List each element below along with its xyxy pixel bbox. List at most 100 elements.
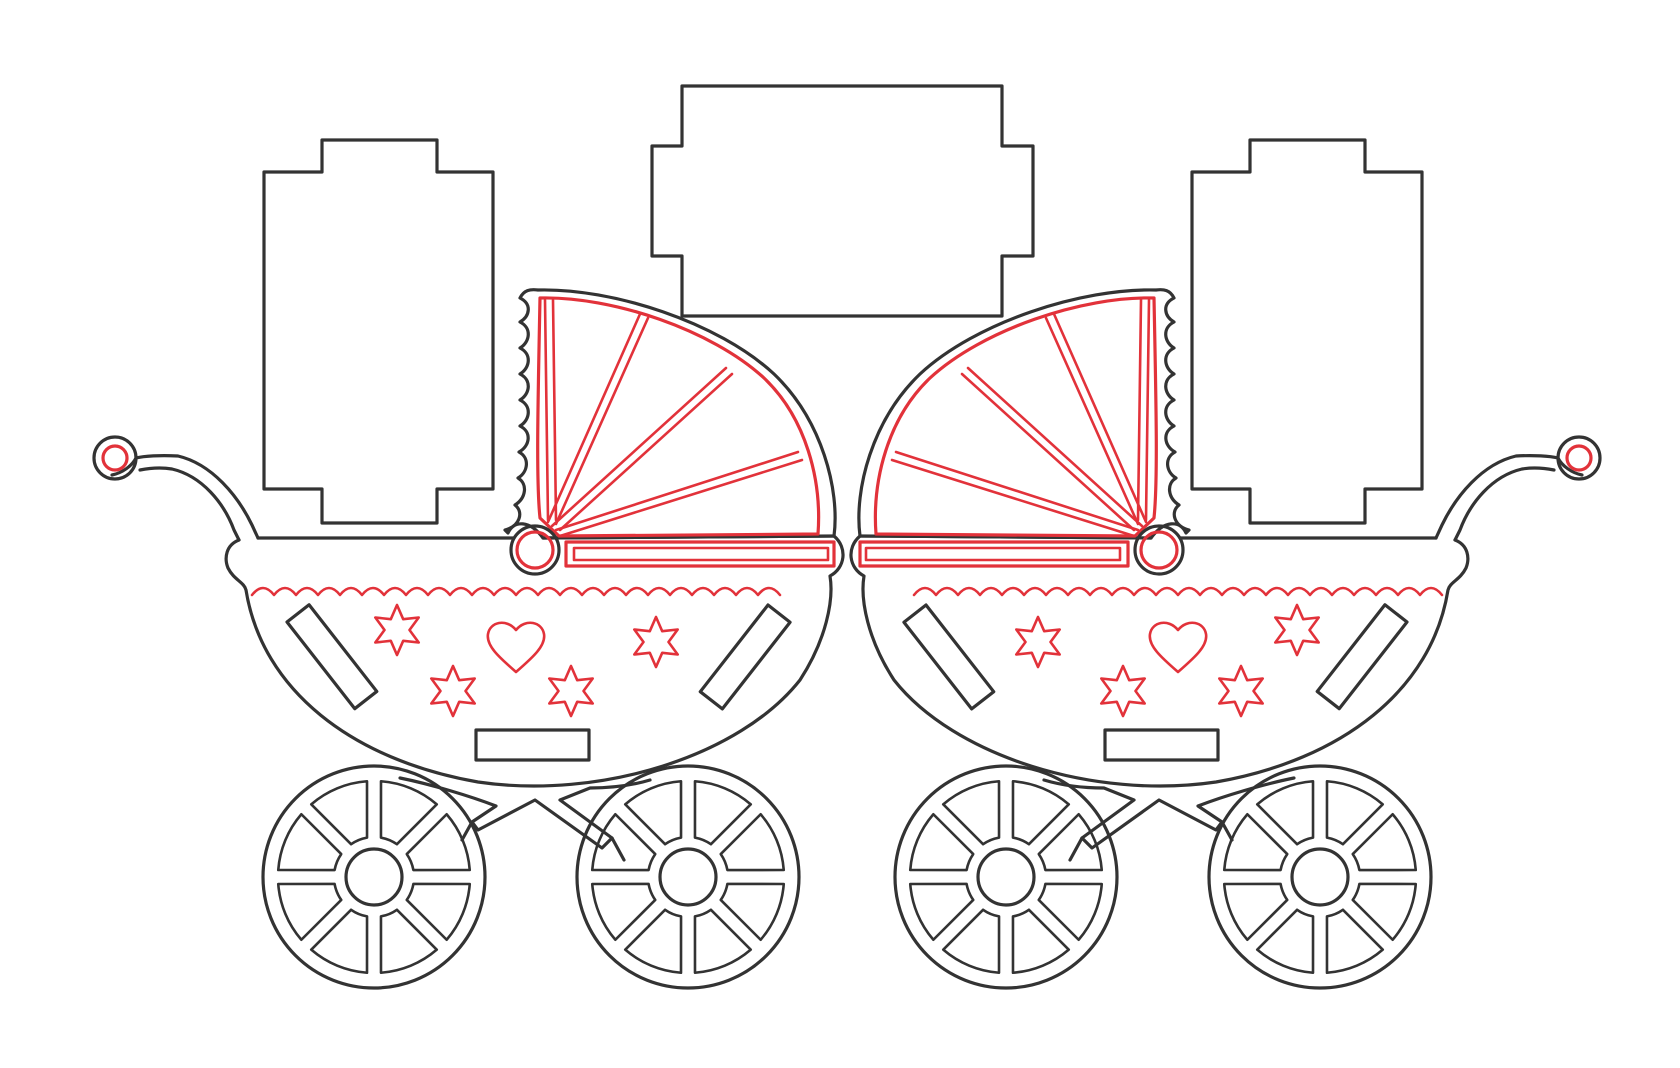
carriage-left-icon (92, 288, 845, 990)
star-icon (1274, 603, 1320, 657)
canopy-ribs (890, 298, 1151, 538)
handle-outline (1434, 454, 1584, 540)
photo-panel-center (650, 84, 1035, 318)
wheel-icon (575, 764, 801, 990)
wheel-spoke-window (1222, 882, 1289, 942)
canopy-hem-inner (864, 546, 1122, 562)
wheel-spoke-window (1255, 908, 1315, 975)
wheel-spoke-window (379, 908, 439, 975)
wheel-rim (261, 764, 487, 990)
star-icon (1218, 664, 1264, 718)
wheel-spoke-window (623, 908, 683, 975)
star-icon (374, 603, 420, 657)
wheel-spoke-window (719, 882, 786, 942)
star-icon (430, 664, 476, 718)
handle-knob-outline (92, 435, 138, 481)
slot-bottom (1103, 728, 1220, 762)
body-basket (849, 534, 1470, 788)
scallop-trim (250, 586, 782, 597)
canopy-hub-icon (515, 530, 555, 570)
star-icon (1100, 664, 1146, 718)
canopy-inner (536, 296, 821, 538)
canopy-hub-icon (1139, 530, 1179, 570)
canopy-hem (858, 540, 1130, 568)
wheel-spoke-window (941, 779, 1001, 846)
photo-panel-left (262, 138, 495, 525)
heart-icon (486, 621, 546, 674)
body-decorations (1015, 603, 1320, 718)
chassis (398, 776, 652, 850)
wheel-rim (1207, 764, 1433, 990)
wheel-spoke-window (379, 779, 439, 846)
canopy-hem (564, 540, 836, 568)
wheel-spoke-window (590, 812, 657, 872)
slot-right (902, 603, 996, 711)
canopy-hub-outline (1133, 524, 1185, 576)
wheel-spoke-window (1037, 882, 1104, 942)
wheel-spoke-window (693, 779, 753, 846)
wheel-spoke-window (590, 882, 657, 942)
handle-knob-icon (1565, 444, 1593, 472)
wheel-spoke-window (309, 779, 369, 846)
wheel-spoke-window (1351, 882, 1418, 942)
slot-right (698, 603, 792, 711)
body-basket (224, 534, 845, 788)
chassis (1042, 776, 1296, 850)
wheel-spoke-window (1011, 779, 1071, 846)
wheel-hub (1290, 847, 1350, 907)
handle-outline (110, 454, 260, 540)
wheel-spoke-window (405, 812, 472, 872)
wheel-rim (575, 764, 801, 990)
photo-panel-right (1190, 138, 1424, 525)
star-icon (1015, 615, 1061, 669)
scallop-trim (912, 586, 1444, 597)
wheel-spoke-window (405, 882, 472, 942)
wheel-hub (658, 847, 718, 907)
carriage-right-icon (849, 288, 1602, 990)
photo-panels (262, 84, 1424, 525)
canopy-hub-outline (509, 524, 561, 576)
wheel-spoke-window (1325, 779, 1385, 846)
handle-inner (138, 466, 241, 542)
wheel-spoke-window (1255, 779, 1315, 846)
handle-knob-outline (1556, 435, 1602, 481)
star-icon (548, 664, 594, 718)
canopy-outer (503, 288, 837, 540)
wheel-spoke-window (1351, 812, 1418, 872)
wheel-spoke-window (1037, 812, 1104, 872)
wheel-spoke-window (309, 908, 369, 975)
wheel-icon (893, 764, 1119, 990)
wheel-spoke-window (623, 779, 683, 846)
wheel-spoke-window (1222, 812, 1289, 872)
star-icon (633, 615, 679, 669)
wheel-spoke-window (908, 812, 975, 872)
canopy-inner (873, 296, 1158, 538)
canopy-icon (857, 288, 1191, 576)
handle-knob-icon (101, 444, 129, 472)
body-decorations (374, 603, 679, 718)
canopy-hem-inner (572, 546, 830, 562)
slot-left (285, 603, 379, 711)
wheel-icon (1207, 764, 1433, 990)
carriage-right-body (849, 288, 1602, 990)
wheel-icon (261, 764, 487, 990)
heart-icon (1148, 621, 1208, 674)
wheel-spoke-window (276, 812, 343, 872)
wheel-spoke-window (1011, 908, 1071, 975)
wheel-spoke-window (941, 908, 1001, 975)
wheel-rim (893, 764, 1119, 990)
wheel-hub (344, 847, 404, 907)
wheel-hub (976, 847, 1036, 907)
wheel-spoke-window (1325, 908, 1385, 975)
slot-bottom (474, 728, 591, 762)
canopy-outer (857, 288, 1191, 540)
canopy-icon (503, 288, 837, 576)
slot-left (1315, 603, 1409, 711)
canopy-ribs (543, 298, 804, 538)
wheel-spoke-window (693, 908, 753, 975)
wheel-spoke-window (719, 812, 786, 872)
wheel-spoke-window (908, 882, 975, 942)
handle-inner (1453, 466, 1556, 542)
